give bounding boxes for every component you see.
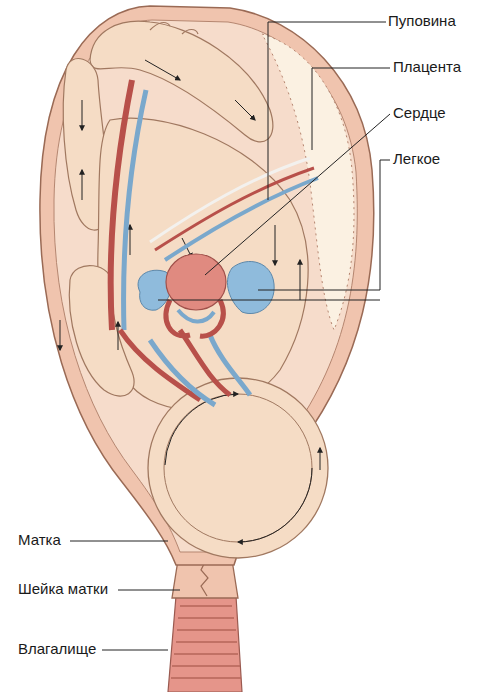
leader-lines	[70, 22, 390, 650]
flow-arrow	[165, 394, 238, 465]
flow-arrow	[82, 170, 83, 200]
part-label: Сердце	[393, 104, 446, 122]
leader-line	[268, 22, 386, 200]
flow-arrow	[130, 225, 131, 255]
part-label: Влагалище	[18, 640, 96, 658]
part-label: Шейка матки	[18, 580, 108, 598]
heart-vessels	[166, 300, 223, 336]
flow-arrow	[320, 448, 321, 470]
flow-arrow	[235, 100, 255, 120]
flow-arrow	[300, 260, 301, 300]
vagina-ridges	[171, 606, 241, 678]
part-label: Легкое	[393, 150, 440, 168]
flow-arrow	[60, 320, 61, 350]
fetus-head	[148, 378, 328, 558]
fetus-feet	[150, 23, 198, 34]
leader-line	[312, 68, 390, 150]
uterus-wall	[40, 6, 374, 565]
leader-line	[70, 541, 168, 542]
vagina	[168, 596, 242, 692]
pulmonary-vessels	[178, 310, 214, 322]
leader-line	[258, 160, 390, 290]
umbilical-vein	[165, 178, 318, 260]
lung	[227, 261, 274, 313]
leader-line	[205, 114, 390, 275]
flow-arrow	[118, 322, 119, 350]
flow-arrow	[82, 100, 83, 130]
part-label: Матка	[18, 531, 61, 549]
flow-arrow	[238, 468, 312, 542]
flow-arrow	[145, 60, 180, 80]
umbilical-cord	[150, 158, 310, 242]
flow-arrow	[275, 225, 276, 265]
leader-line	[158, 300, 380, 301]
part-label: Плацента	[393, 58, 461, 76]
umbilical-artery	[155, 168, 314, 250]
blood-loop	[164, 394, 312, 542]
heart	[166, 254, 226, 310]
part-label: Пуповина	[388, 12, 456, 30]
vein	[150, 335, 250, 405]
leader-line	[118, 590, 180, 591]
leader-line	[102, 650, 168, 651]
cervical-canal	[201, 562, 208, 596]
